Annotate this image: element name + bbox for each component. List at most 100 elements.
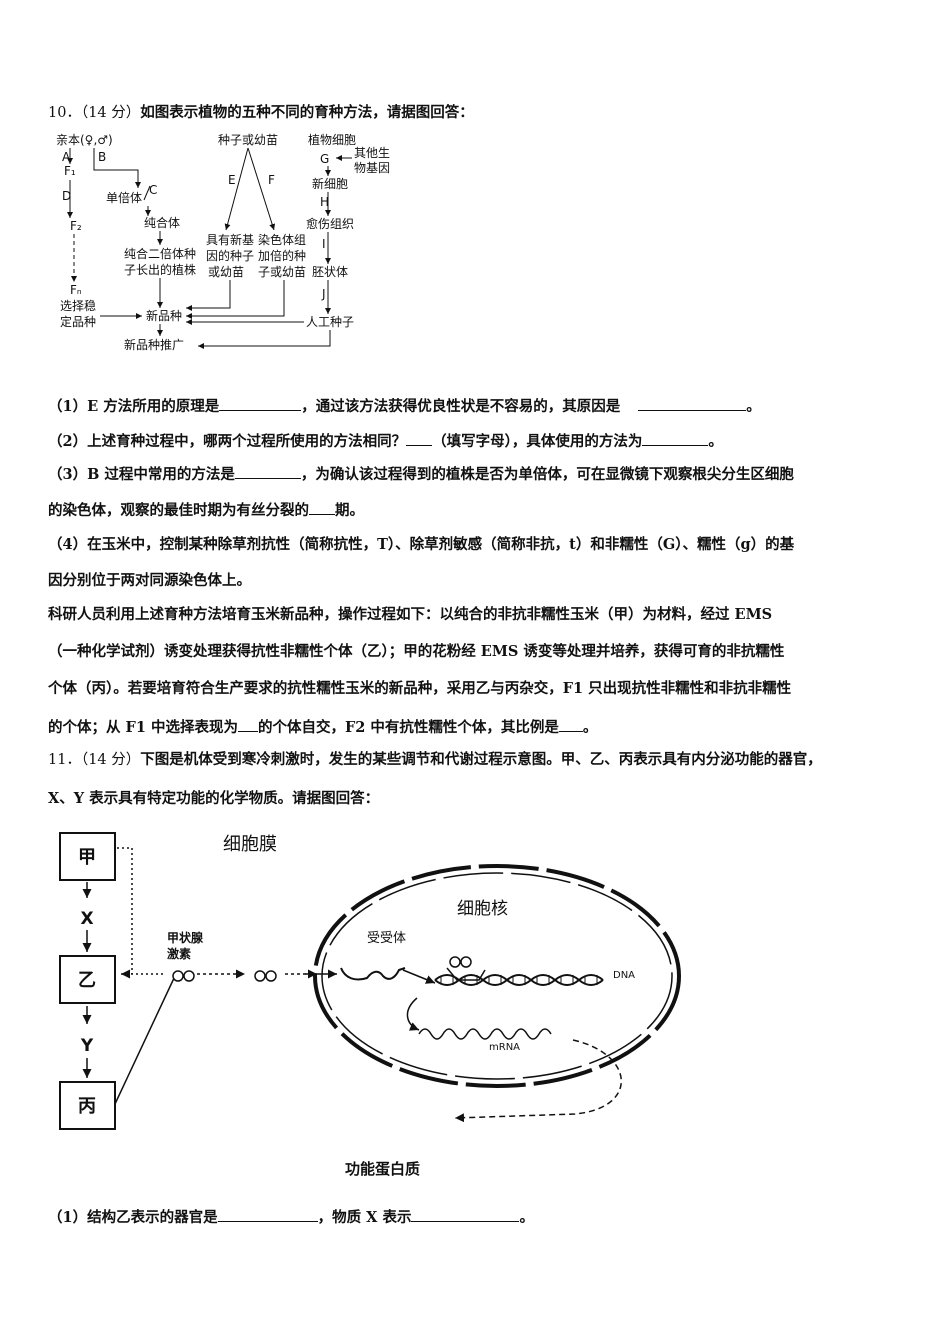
q10-part1: （1）E 方法所用的原理是 ，通过该方法获得优良性状是不容易的，其原因是 。 <box>48 395 761 417</box>
substance-y: Y <box>80 1036 94 1056</box>
q10-p1-text-c: 。 <box>746 398 761 415</box>
diagram-newgene-3: 或幼苗 <box>208 265 244 279</box>
diagram-newgene-2: 因的种子 <box>206 248 254 263</box>
box-bing <box>59 1081 116 1130</box>
q11-stem-line1: 11．（14 分）下图是机体受到寒冷刺激时，发生的某些调节和代谢过程示意图。甲、… <box>48 750 822 770</box>
diagram-new-variety: 新品种 <box>146 308 182 323</box>
q10-p4-blank-2[interactable] <box>558 716 583 732</box>
diagram-label-i: I <box>322 237 326 251</box>
diagram-diploid-2: 子长出的植株 <box>124 262 196 277</box>
diagram-haploid: 单倍体 <box>106 190 142 205</box>
diagram-newgene-1: 具有新基 <box>206 232 254 247</box>
q10-p3-blank-1[interactable] <box>234 463 301 479</box>
nucleus-envelope <box>313 864 681 1088</box>
thyroid-hormone-label-1: 甲状腺 <box>167 930 204 945</box>
q10-p3-text-d: 期。 <box>335 502 364 519</box>
organ-bing: 丙 <box>78 1096 96 1117</box>
dna-label: DNA <box>613 970 635 981</box>
q10-p2-text-a: （2）上述育种过程中，哪两个过程所使用的方法相同？ <box>48 433 407 450</box>
q10-p3-text-b: ，为确认该过程得到的植株是否为单倍体，可在显微镜下观察根尖分生区细胞 <box>300 466 794 483</box>
diagram-artificial-seed: 人工种子 <box>306 315 354 329</box>
mrna-label: mRNA <box>489 1042 520 1053</box>
q11-number: 11．（14 分） <box>48 752 141 768</box>
diagram-label-h: H <box>320 195 329 209</box>
q10-stem-text: 如图表示植物的五种不同的育种方法，请据图回答： <box>140 104 474 121</box>
diagram-pure: 纯合体 <box>144 215 180 230</box>
membrane-label: 细胞膜 <box>223 834 277 855</box>
q10-part2: （2）上述育种过程中，哪两个过程所使用的方法相同？ （填写字母），具体使用的方法为… <box>48 430 723 452</box>
diagram-stable-2: 定品种 <box>60 314 96 329</box>
q10-p2-blank-2[interactable] <box>642 430 709 446</box>
protein-label: 功能蛋白质 <box>345 1160 420 1178</box>
q10-part4-line4: （一种化学试剂）诱变处理获得抗性非糯性个体（乙）；甲的花粉经 EMS 诱变等处理… <box>48 643 785 660</box>
q11-p1-text-c: 。 <box>519 1209 534 1226</box>
diagram-embryoid: 胚状体 <box>312 265 348 279</box>
diagram-promotion: 新品种推广 <box>124 337 184 352</box>
diagram-stable-1: 选择稳 <box>60 298 96 313</box>
q10-p1-blank-2[interactable] <box>638 395 747 411</box>
diagram-other-gene-1: 其他生 <box>354 146 390 160</box>
q10-p4-text-c: 。 <box>582 719 598 736</box>
diagram-label-b: B <box>98 150 106 164</box>
q11-part1: （1）结构乙表示的器官是 ，物质 X 表示 。 <box>48 1206 534 1228</box>
diagram-other-gene-2: 物基因 <box>354 161 390 175</box>
q11-p1-blank-2[interactable] <box>411 1206 520 1222</box>
q10-p3-blank-2[interactable] <box>309 499 335 515</box>
diagram-label-d: D <box>62 189 71 203</box>
q11-stem-line2: X、Y 表示具有特定功能的化学物质。请据图回答： <box>48 790 380 807</box>
organ-yi: 乙 <box>78 970 96 991</box>
diagram-doubled-2: 加倍的种 <box>258 248 306 263</box>
dna-helix <box>434 974 604 986</box>
breeding-methods-diagram: 亲本(♀,♂) A B F₁ 单倍体 C D 纯合体 F₂ 纯合二倍体种 子长出… <box>56 132 390 352</box>
organ-jia: 甲 <box>78 847 96 868</box>
q10-p4-text-b: 的个体自交，F2 中有抗性糯性个体，其比例是 <box>257 719 559 736</box>
q10-p2-blank-1[interactable] <box>406 430 433 446</box>
box-yi <box>59 955 116 1004</box>
diagram-doubled-3: 子或幼苗 <box>258 265 306 279</box>
q10-p4-blank-1[interactable] <box>237 716 258 732</box>
q10-part4-line3: 科研人员利用上述育种方法培育玉米新品种，操作过程如下：以纯合的非抗非糯性玉米（甲… <box>48 606 773 623</box>
receptor-label: 受受体 <box>367 931 406 946</box>
nucleus-label: 细胞核 <box>457 899 508 919</box>
diagram-f1: F₁ <box>64 164 76 178</box>
diagram-diploid-1: 纯合二倍体种 <box>124 246 196 261</box>
diagram-parents: 亲本(♀,♂) <box>56 133 113 147</box>
diagram-plant-cell: 植物细胞 <box>308 132 356 147</box>
thyroid-hormone-label-2: 激素 <box>167 946 191 961</box>
q10-p3-text-a: （3）B 过程中常用的方法是 <box>48 466 235 483</box>
diagram-label-g: G <box>320 152 329 166</box>
q10-p2-text-b: （填写字母），具体使用的方法为 <box>432 433 643 450</box>
q10-part4-line2: 因分别位于两对同源染色体上。 <box>48 572 251 589</box>
diagram-f2: F₂ <box>70 219 82 233</box>
diagram-label-a: A <box>62 150 71 164</box>
q10-part3-line1: （3）B 过程中常用的方法是 ，为确认该过程得到的植株是否为单倍体，可在显微镜下观… <box>48 463 794 485</box>
receptor-shape <box>340 967 406 981</box>
thyroid-regulation-diagram: 甲 乙 丙 X Y 甲状腺 激素 细胞膜 细胞核 受受体 <box>59 832 681 1178</box>
q10-p2-text-c: 。 <box>708 433 723 450</box>
q11-p1-text-b: ，物质 X 表示 <box>317 1209 412 1226</box>
q10-part3-line2: 的染色体，观察的最佳时期为有丝分裂的 期。 <box>48 499 364 521</box>
q10-p3-text-c: 的染色体，观察的最佳时期为有丝分裂的 <box>48 502 309 519</box>
diagram-new-cell: 新细胞 <box>312 176 348 191</box>
diagram-fn: Fₙ <box>70 283 82 297</box>
q10-p1-text-a: （1）E 方法所用的原理是 <box>48 398 220 415</box>
diagram-label-f: F <box>268 173 275 187</box>
substance-x: X <box>80 909 93 929</box>
diagram-callus: 愈伤组织 <box>306 216 354 231</box>
diagram-seed: 种子或幼苗 <box>218 133 278 147</box>
q10-p1-blank-1[interactable] <box>219 395 302 411</box>
q10-p1-text-b: ，通过该方法获得优良性状是不容易的，其原因是 <box>301 398 621 415</box>
q11-p1-text-a: （1）结构乙表示的器官是 <box>48 1209 218 1226</box>
diagram-label-c: C <box>149 183 157 197</box>
diagram-label-j: J <box>321 287 326 301</box>
q10-stem: 10．（14 分）如图表示植物的五种不同的育种方法，请据图回答： <box>48 103 474 123</box>
diagram-doubled-1: 染色体组 <box>258 232 306 247</box>
q11-stem-text-1: 下图是机体受到寒冷刺激时，发生的某些调节和代谢过程示意图。甲、乙、丙表示具有内分… <box>140 751 822 768</box>
q10-part4-line6: 的个体；从 F1 中选择表现为 的个体自交，F2 中有抗性糯性个体，其比例是 。 <box>48 716 597 738</box>
box-jia <box>59 832 116 881</box>
q10-number: 10．（14 分） <box>48 105 141 121</box>
q10-p4-text-a: 的个体；从 F1 中选择表现为 <box>48 719 238 736</box>
diagram-label-e: E <box>228 173 236 187</box>
mrna-strand <box>418 1028 552 1040</box>
q11-p1-blank-1[interactable] <box>217 1206 318 1222</box>
